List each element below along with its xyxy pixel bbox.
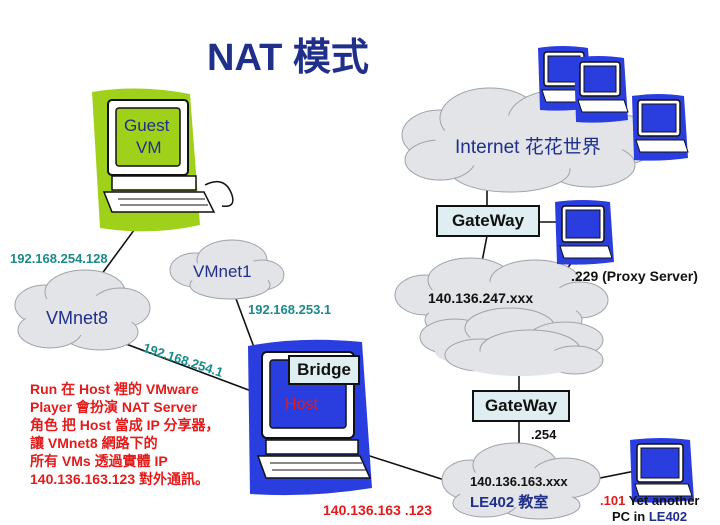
another-pc-room: LE402 <box>648 509 688 524</box>
another-pc-line1: .101 Yet another <box>600 493 700 508</box>
cloud-vmnet1 <box>169 239 285 300</box>
note-line: Run 在 Host 裡的 VMware <box>30 381 199 397</box>
cloud-le402 <box>441 442 601 520</box>
le402-room-label: LE402 教室 <box>470 494 549 511</box>
host-label: Host <box>285 396 318 413</box>
net247-label: 140.136.247.xxx <box>428 290 534 306</box>
note-line: 角色 把 Host 當成 IP 分享器， <box>30 417 220 433</box>
guest-vm-label-line2: VM <box>136 138 162 157</box>
le402-net-label: 140.136.163.xxx <box>470 474 568 489</box>
internet-label: Internet 花花世界 <box>455 137 601 158</box>
another-pc-text2: PC in <box>612 509 649 524</box>
host-physical-ip-label: 140.136.163 .123 <box>323 502 432 518</box>
another-pc-line2: PC in LE402 <box>612 509 687 524</box>
proxy-server-computer-icon <box>555 200 614 265</box>
gateway-upper-box: GateWay <box>436 205 540 237</box>
vmnet1-label: VMnet1 <box>193 262 252 281</box>
cloud-net247 <box>394 257 609 339</box>
nat-explanation-note: Run 在 Host 裡的 VMware Player 會扮演 NAT Serv… <box>30 380 275 488</box>
guest-vm-label-line1: Guest <box>124 116 170 135</box>
proxy-server-label: .229 (Proxy Server) <box>571 268 698 284</box>
another-pc-text1: Yet another <box>625 493 700 508</box>
guest-ip-label: 192.168.254.128 <box>10 251 108 266</box>
bridge-box: Bridge <box>288 355 360 385</box>
another-pc-ip: .101 <box>600 493 626 508</box>
note-line: 140.136.163.123 對外通訊。 <box>30 471 209 487</box>
another-pc-computer-icon <box>630 438 694 503</box>
server-stack-icon <box>538 46 689 161</box>
cloud-vmnet8 <box>14 269 151 351</box>
note-line: 所有 VMs 透過實體 IP <box>30 453 168 469</box>
cloud-stack <box>419 307 604 376</box>
gateway-lower-ip-label: .254 <box>531 427 557 442</box>
vmnet1-ip-label: 192.168.253.1 <box>248 302 332 317</box>
note-line: Player 會扮演 NAT Server <box>30 399 198 415</box>
page-title: NAT 模式 <box>207 37 369 79</box>
line-vmnet8-host <box>109 337 263 396</box>
note-line: 讓 VMnet8 網路下的 <box>30 435 158 451</box>
guest-vm-computer-icon <box>92 88 234 232</box>
gateway-lower-box: GateWay <box>472 390 570 422</box>
vmnet8-label: VMnet8 <box>46 308 109 328</box>
cloud-internet <box>401 87 659 193</box>
